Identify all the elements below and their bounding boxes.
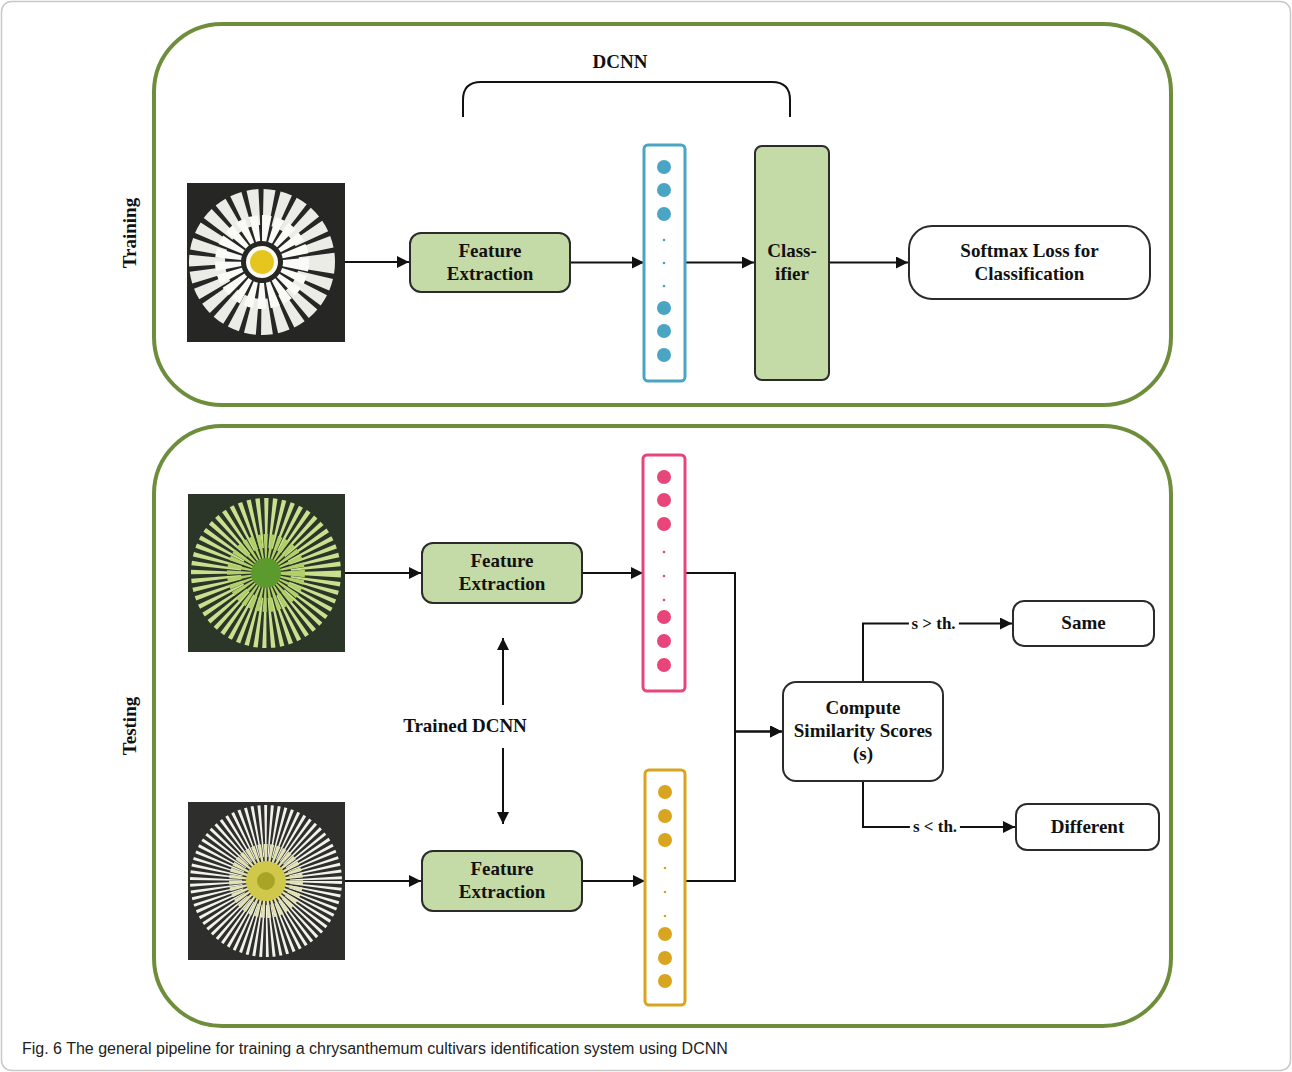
- box-text: Feature Extraction: [431, 858, 573, 904]
- flower-photo: [187, 183, 345, 342]
- box-text: Feature Extraction: [431, 550, 573, 596]
- box-text: Softmax Loss for Classification: [918, 240, 1141, 286]
- arrowhead: [633, 875, 645, 887]
- classifier-box: Class- ifier: [754, 145, 830, 381]
- box-text: Class- ifier: [764, 240, 820, 286]
- figure-caption: Fig. 6 The general pipeline for training…: [22, 1040, 728, 1058]
- flower-photo: [188, 494, 345, 652]
- box-text: Different: [1051, 816, 1125, 839]
- box-text: Same: [1061, 612, 1105, 635]
- process-box: Feature Extraction: [421, 542, 583, 604]
- stage-label: Testing: [119, 697, 142, 755]
- arrowhead: [632, 257, 644, 269]
- edge-label: s < th.: [910, 817, 960, 837]
- loss-box: Softmax Loss for Classification: [908, 225, 1151, 300]
- box-text: Feature Extraction: [419, 240, 561, 286]
- group-label: DCNN: [593, 51, 648, 73]
- feature-vector: [643, 455, 685, 691]
- dcnn-bracket: [463, 82, 790, 117]
- process-box: Compute Similarity Scores (s): [782, 681, 944, 782]
- model-label: Trained DCNN: [403, 715, 527, 737]
- arrowhead: [631, 567, 643, 579]
- stage-label: Training: [119, 198, 142, 268]
- result-box: Same: [1012, 600, 1155, 647]
- stage-panel: Feature Extraction Class- ifier Softmax Lo…: [152, 22, 1173, 407]
- flow-arrow: [830, 262, 908, 264]
- edge-label: s > th.: [908, 614, 958, 634]
- result-box: Different: [1015, 803, 1160, 851]
- process-box: Feature Extraction: [409, 232, 571, 293]
- process-box: Feature Extraction: [421, 850, 583, 912]
- feature-vector: [645, 770, 685, 1005]
- stage-panel: Feature ExtractionFeature ExtractionComp…: [152, 424, 1173, 1028]
- feature-vector: [644, 145, 685, 381]
- flower-photo: [188, 802, 345, 960]
- box-text: Compute Similarity Scores (s): [792, 697, 934, 765]
